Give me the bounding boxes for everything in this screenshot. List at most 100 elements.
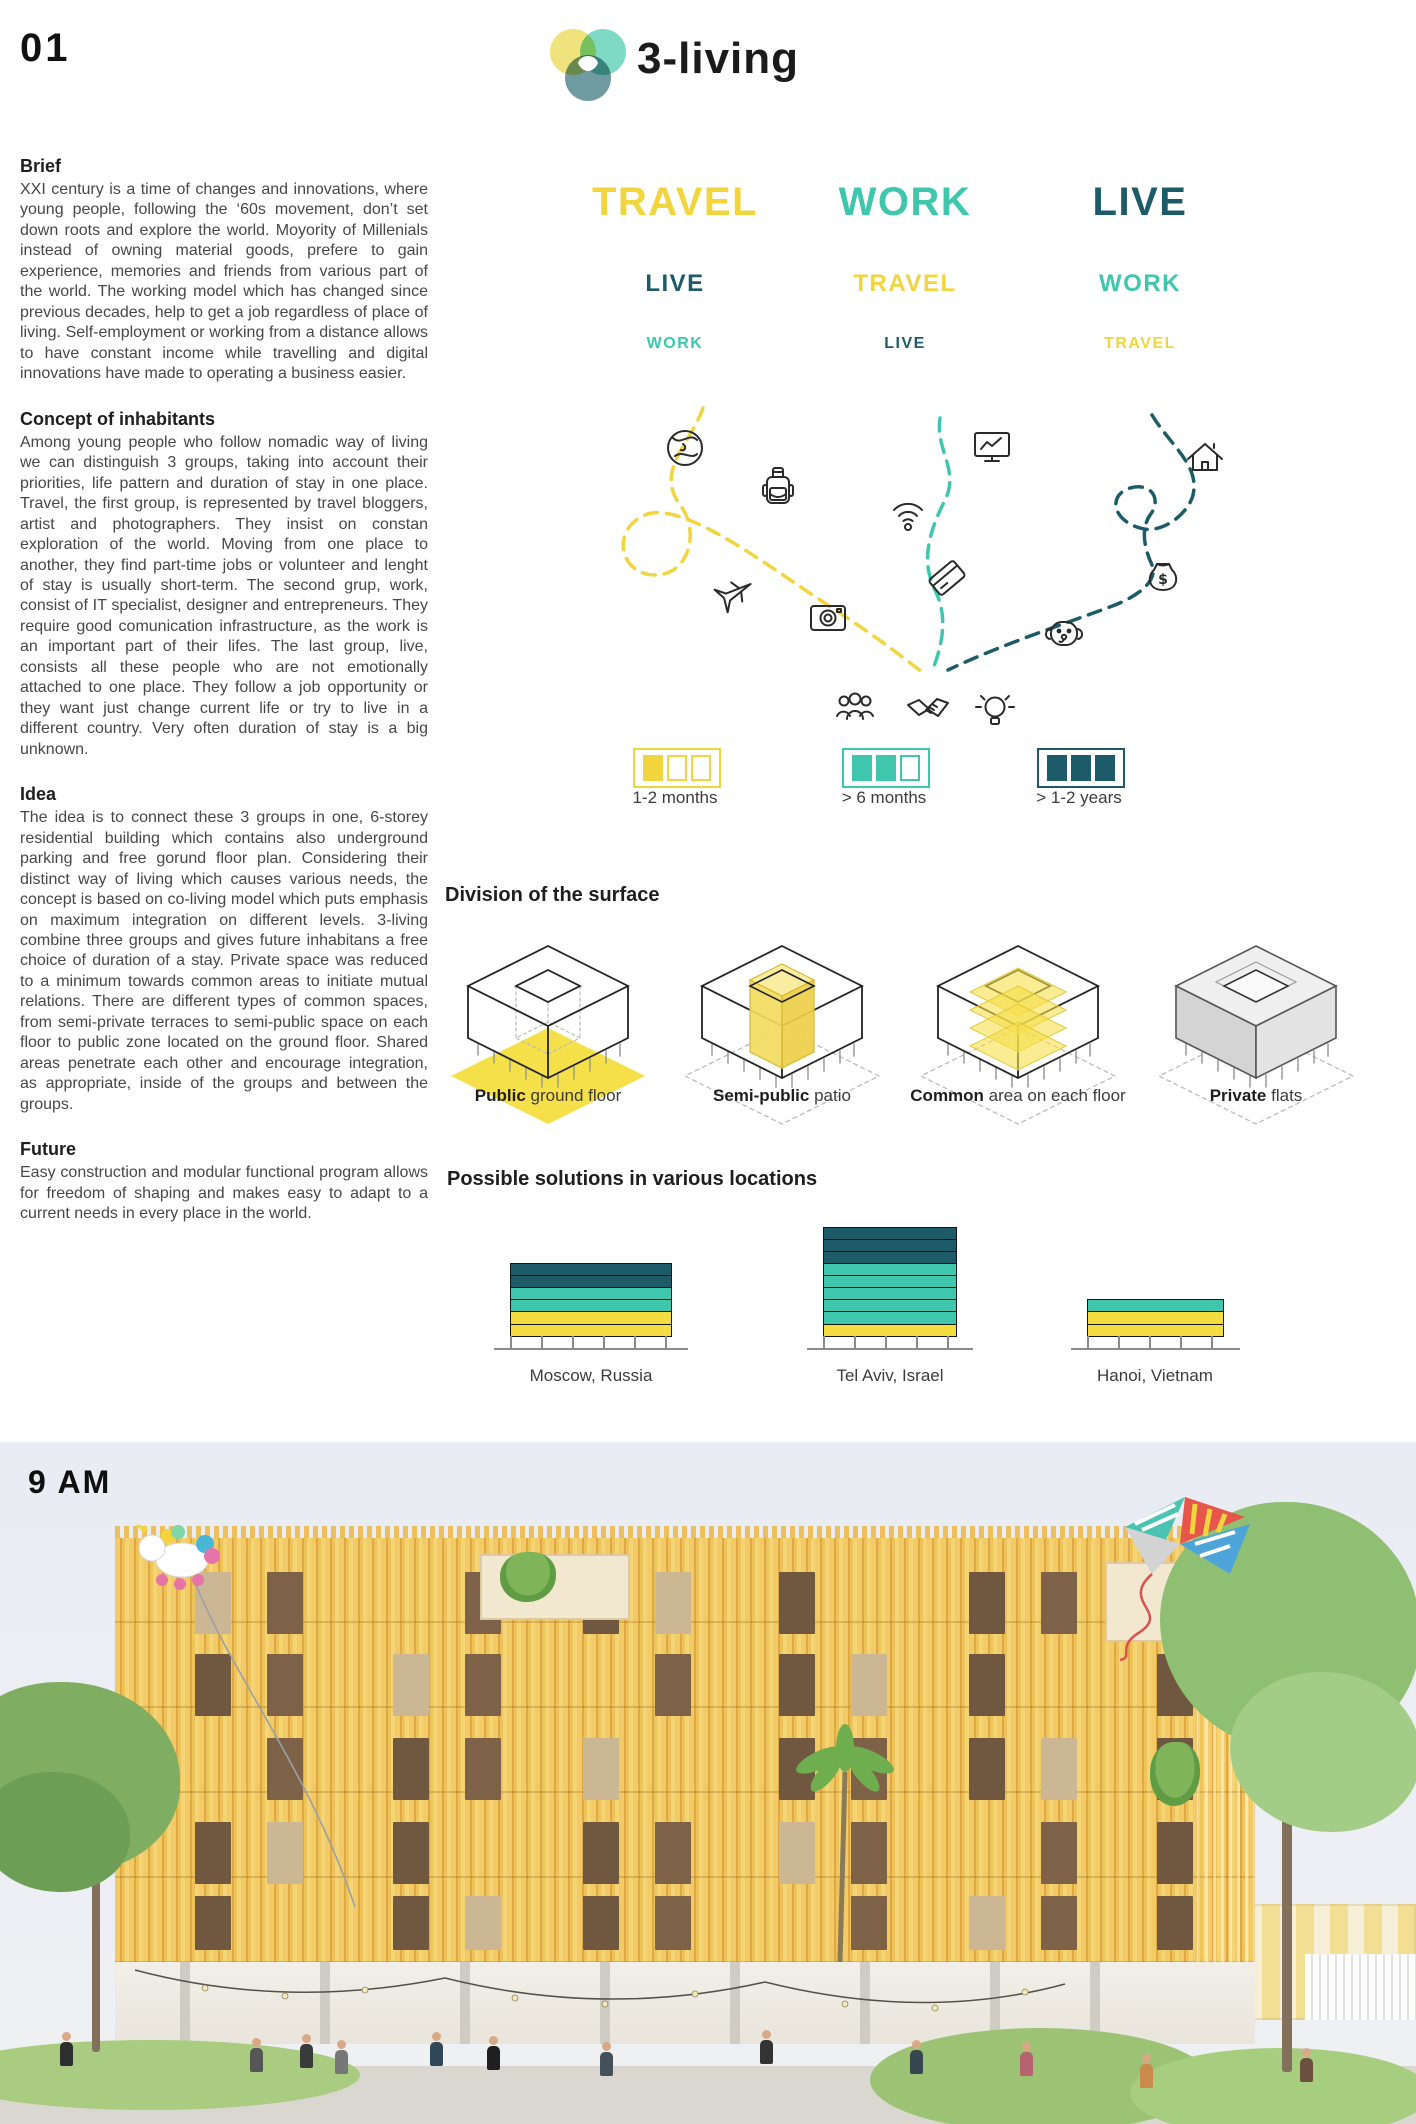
idea-body: The idea is to connect these 3 groups in…	[20, 809, 428, 1113]
facade-window	[465, 1654, 501, 1716]
handshake-icon	[907, 698, 949, 717]
floor-stack	[1087, 1299, 1224, 1337]
person-silhouette	[600, 2042, 613, 2076]
left-text-column: Brief XXI century is a time of changes a…	[20, 156, 428, 1249]
string-lights	[134, 1969, 1066, 2012]
concrete-pillar	[320, 1962, 330, 2044]
floor-stack	[823, 1226, 957, 1337]
building-stilts	[494, 1336, 688, 1350]
facade-window	[851, 1896, 887, 1950]
person-silhouette	[335, 2040, 348, 2074]
facade-window	[779, 1822, 815, 1884]
diagram-caption: Semi-public patio	[713, 1086, 851, 1105]
building-tel-aviv	[807, 1210, 973, 1350]
facade-window	[267, 1572, 303, 1634]
facade-window	[779, 1654, 815, 1716]
credit-card-icon	[928, 560, 966, 596]
camera-icon	[810, 605, 846, 631]
facade-window	[969, 1572, 1005, 1634]
monitor-icon	[974, 432, 1010, 462]
kite	[1119, 1497, 1250, 1662]
money-bag-icon: $	[1148, 563, 1178, 591]
logo-circles-icon	[550, 29, 626, 101]
future-body: Easy construction and modular functional…	[20, 1164, 428, 1223]
building-hanoi	[1071, 1210, 1240, 1350]
facade-window	[267, 1822, 303, 1884]
legend-1-2-years	[1037, 748, 1125, 788]
keyword-live: LIVE	[645, 270, 705, 297]
person-silhouette	[430, 2032, 443, 2066]
city-label: Hanoi, Vietnam	[1097, 1366, 1213, 1385]
lightbulb-icon	[975, 695, 1015, 725]
facade-window	[393, 1822, 429, 1884]
svg-text:$: $	[1158, 572, 1168, 588]
facade-window	[583, 1738, 619, 1800]
facade-window	[969, 1738, 1005, 1800]
facade-window	[851, 1654, 887, 1716]
person-silhouette	[1300, 2048, 1313, 2082]
diagram-caption: Public ground floor	[474, 1086, 622, 1105]
street-view-rendering: 9 AM	[0, 1442, 1416, 2124]
diagram-semi-public-patio	[683, 944, 881, 1125]
live-path	[946, 413, 1196, 672]
facade-window	[1041, 1572, 1077, 1634]
person-silhouette	[910, 2040, 923, 2074]
work-path	[925, 416, 952, 674]
concrete-pillar	[860, 1962, 870, 2044]
concrete-pillar	[990, 1962, 1000, 2044]
person-silhouette	[300, 2034, 313, 2068]
facade-window	[583, 1896, 619, 1950]
city-label: Tel Aviv, Israel	[836, 1366, 944, 1385]
facade-window	[655, 1822, 691, 1884]
logo-title: 3-living	[637, 34, 800, 83]
brief-body: XXI century is a time of changes and inn…	[20, 181, 428, 383]
facade-window	[969, 1896, 1005, 1950]
floor-stack	[510, 1262, 672, 1337]
facade-window	[655, 1896, 691, 1950]
brief-heading: Brief	[20, 156, 62, 176]
keyword-live: LIVE	[1092, 180, 1188, 224]
wifi-icon	[893, 502, 923, 531]
facade-window	[655, 1572, 691, 1634]
facade-window	[267, 1738, 303, 1800]
travel-path	[621, 406, 924, 674]
unicorn-balloon	[136, 1524, 356, 1908]
facade-window	[267, 1654, 303, 1716]
legend-1-2-months	[633, 748, 721, 788]
balcony-plant	[500, 1552, 556, 1602]
building-stilts	[807, 1336, 973, 1350]
keyword-travel: TRAVEL	[1104, 335, 1176, 352]
facade-window	[1157, 1822, 1193, 1884]
diagram-public-ground-floor	[451, 944, 645, 1124]
facade-window	[1157, 1896, 1193, 1950]
person-silhouette	[760, 2030, 773, 2064]
person-silhouette	[487, 2036, 500, 2070]
facade-window	[465, 1738, 501, 1800]
facade-window	[195, 1822, 231, 1884]
dog-icon	[1045, 621, 1083, 646]
person-silhouette	[1140, 2054, 1153, 2088]
people-group-icon	[836, 692, 874, 720]
keyword-work: WORK	[838, 180, 972, 224]
city-label: Moscow, Russia	[529, 1366, 653, 1385]
future-heading: Future	[20, 1139, 76, 1160]
facade-window	[1041, 1896, 1077, 1950]
division-heading: Division of the surface	[445, 884, 660, 906]
concrete-pillar	[180, 1962, 190, 2044]
floor-yellow	[823, 1323, 957, 1337]
keyword-travel: TRAVEL	[853, 270, 957, 297]
floor-yellow	[1087, 1323, 1224, 1337]
airplane-icon	[713, 581, 752, 614]
globe-icon	[667, 430, 703, 466]
concrete-pillar	[1090, 1962, 1100, 2044]
facade-window	[393, 1738, 429, 1800]
person-silhouette	[250, 2038, 263, 2072]
facade-window	[195, 1896, 231, 1950]
diagram-common-areas	[919, 944, 1117, 1125]
keyword-travel: TRAVEL	[591, 180, 759, 224]
tree-trunk	[1282, 1772, 1292, 2072]
floor-yellow	[510, 1323, 672, 1337]
facade-window	[1041, 1822, 1077, 1884]
time-label: 9 AM	[28, 1464, 112, 1500]
concept-heading: Concept of inhabitants	[20, 408, 215, 429]
